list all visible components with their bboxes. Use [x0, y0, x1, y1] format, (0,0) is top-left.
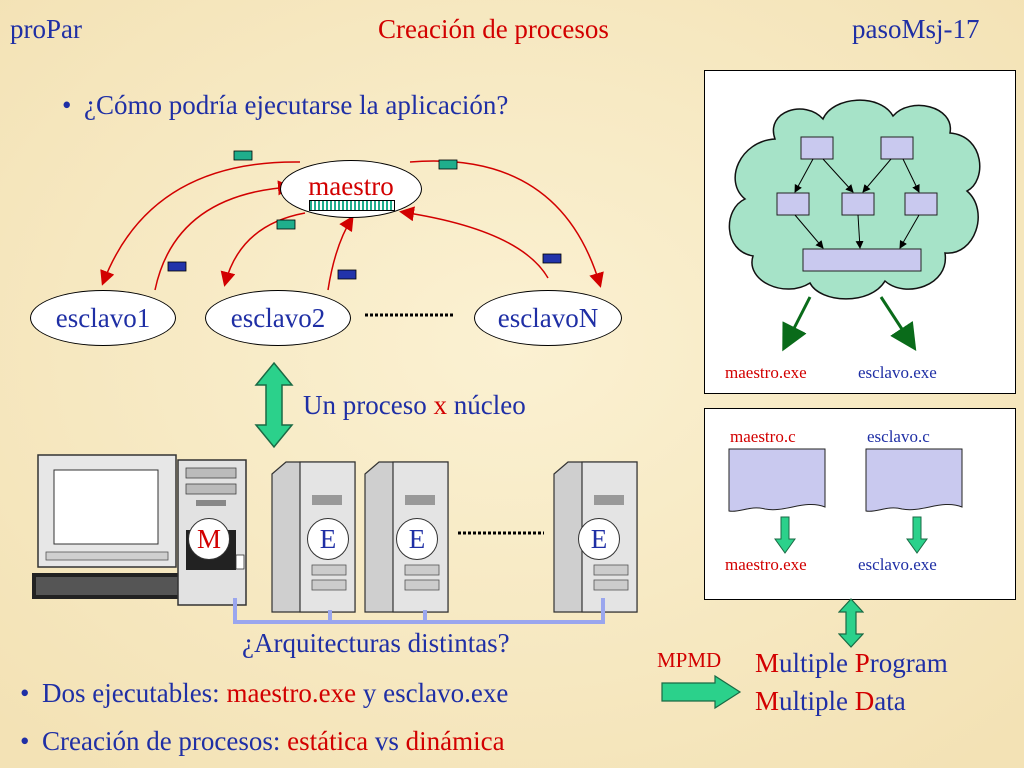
message-token [233, 150, 253, 161]
esclavo2-node: esclavo2 [205, 290, 351, 346]
message-token [337, 269, 357, 280]
mpmd-line-1: Multiple Program [755, 648, 948, 678]
message-queue-icon [309, 200, 395, 211]
mpmd-label: MPMD [657, 648, 722, 672]
bullet-dot-icon: • [20, 678, 30, 708]
arrow-maestro-esclavo2 [220, 212, 306, 287]
machine-label-slave: E [396, 518, 438, 560]
compile-arrow-icon [774, 516, 796, 554]
compiled-maestro-label: maestro.exe [725, 555, 807, 574]
mpmd-double-arrow-icon [838, 598, 864, 648]
bullet-executables: •Dos ejecutables: maestro.exe y esclavo.… [20, 678, 509, 708]
source-file-icon [728, 448, 826, 512]
arrow-maestro-esclavo1 [100, 161, 301, 286]
task-graph-cloud-icon [728, 99, 981, 352]
slide-title: Creación de procesos [378, 14, 609, 44]
arrow-esclavo1-maestro [154, 180, 293, 291]
compilation-panel: maestro.c esclavo.c maestro.exe esclavo.… [704, 408, 1016, 600]
double-arrow-icon [254, 361, 294, 449]
machine-label-slave: E [578, 518, 620, 560]
machine-label-master: M [188, 518, 230, 560]
panel-top-exe-esclavo: esclavo.exe [858, 363, 937, 382]
message-token [167, 261, 187, 272]
esclavo1-node: esclavo1 [30, 290, 176, 346]
panel-top-exe-maestro: maestro.exe [725, 363, 807, 382]
bullet-dot-icon: • [62, 90, 72, 120]
mpmd-line-2: Multiple Data [755, 686, 906, 716]
message-token [438, 159, 458, 170]
header-left: proPar [10, 14, 82, 44]
architectures-question: ¿Arquitecturas distintas? [242, 628, 510, 658]
compilation-graphic [728, 448, 963, 554]
mpmd-right-arrow-icon [661, 674, 742, 710]
source-esclavo-label: esclavo.c [867, 427, 930, 446]
bullet-dot-icon: • [20, 726, 30, 756]
machine-label-slave: E [307, 518, 349, 560]
bullet-question: •¿Cómo podría ejecutarse la aplicación? [62, 90, 509, 120]
message-token [542, 253, 562, 264]
compile-arrow-icon [906, 516, 928, 554]
bullet-creation: •Creación de procesos: estática vs dinám… [20, 726, 505, 756]
message-token [276, 219, 296, 230]
compiled-esclavo-label: esclavo.exe [858, 555, 937, 574]
application-cloud-panel: maestro.exe esclavo.exe [704, 70, 1016, 394]
arrow-maestro-esclavoN [409, 160, 604, 288]
network-bus [233, 598, 605, 624]
process-per-core-note: Un proceso x núcleo [303, 390, 526, 420]
source-file-icon [865, 448, 963, 512]
arrow-esclavo2-maestro [327, 215, 354, 291]
source-maestro-label: maestro.c [730, 427, 796, 446]
header-right: pasoMsj-17 [852, 14, 980, 44]
arrow-esclavoN-maestro [399, 206, 549, 279]
esclavoN-node: esclavoN [474, 290, 622, 346]
